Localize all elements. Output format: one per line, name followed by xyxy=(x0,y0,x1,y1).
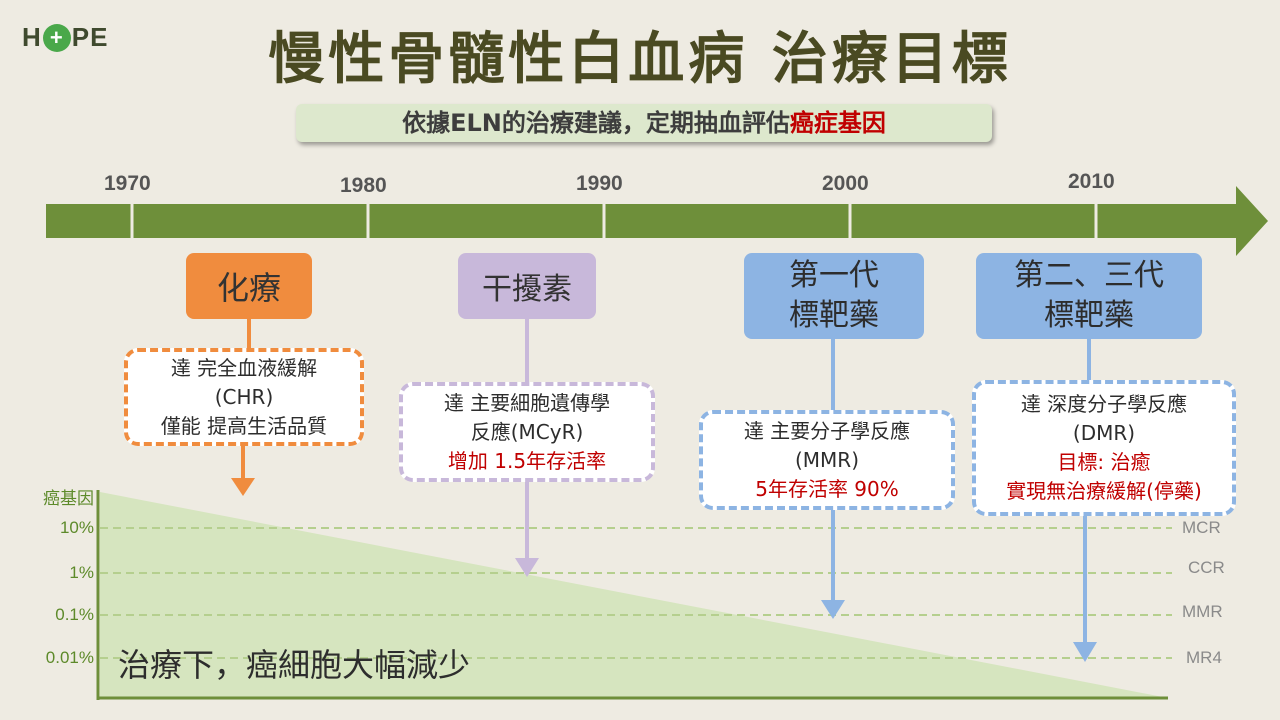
year-1980: 1980 xyxy=(340,174,387,197)
tki2-arrow-head xyxy=(1073,642,1097,662)
page-title: 慢性骨髓性白血病 治療目標 xyxy=(268,27,1012,92)
year-2010: 2010 xyxy=(1068,170,1115,193)
y-tick-10pct: 10% xyxy=(59,518,94,537)
year-1970: 1970 xyxy=(104,172,151,195)
cancer-gene-decline-area xyxy=(100,492,1168,698)
response-label-mmr: MMR xyxy=(1182,602,1223,621)
tag-second-third-gen-tki-line1: 第二、三代 xyxy=(1014,258,1164,293)
tag-first-gen-tki: 第一代 標靶藥 xyxy=(744,253,924,339)
tag-first-gen-tki-line1: 第一代 xyxy=(789,258,879,293)
hope-logo: H + PE xyxy=(22,22,108,53)
tag-second-third-gen-tki: 第二、三代 標靶藥 xyxy=(976,253,1202,339)
logo-letter-h: H xyxy=(22,22,42,52)
response-label-ccr: CCR xyxy=(1188,558,1225,577)
y-axis-title: 癌基因 xyxy=(43,489,94,508)
logo-letters-pe: PE xyxy=(71,22,109,52)
timeline-bar xyxy=(46,204,1242,238)
chemo-result-line2: (CHR) xyxy=(214,384,274,409)
ifn-arrow-head xyxy=(515,558,539,577)
response-label-mcr: MCR xyxy=(1182,518,1221,537)
y-tick-0-01pct: 0.01% xyxy=(45,648,94,667)
logo-cross-icon: + xyxy=(42,23,71,52)
tki2-result-line4: 實現無治療緩解(停藥) xyxy=(1006,479,1202,503)
tag-chemotherapy-label: 化療 xyxy=(216,269,281,307)
tag-chemotherapy: 化療 xyxy=(186,253,312,319)
chart-caption: 治療下，癌細胞大幅減少 xyxy=(118,646,471,684)
tki2-result-line2: (DMR) xyxy=(1072,421,1136,445)
box-interferon-result: 達 主要細胞遺傳學 反應(MCyR) 增加 1.5年存活率 xyxy=(399,382,655,482)
year-2000: 2000 xyxy=(822,172,869,195)
subtitle-banner: 依據ELN的治療建議，定期抽血評估癌症基因 xyxy=(296,104,992,142)
timeline-arrowhead xyxy=(1236,186,1268,256)
year-1990: 1990 xyxy=(576,172,623,195)
box-second-third-gen-tki-result: 達 深度分子學反應 (DMR) 目標: 治癒 實現無治療緩解(停藥) xyxy=(972,380,1236,516)
chemo-result-line1: 達 完全血液緩解 xyxy=(170,355,318,380)
subtitle-highlight: 癌症基因 xyxy=(789,109,886,137)
chemo-arrow-head xyxy=(231,478,255,496)
timeline-dividers xyxy=(130,204,1098,238)
box-first-gen-tki-result: 達 主要分子學反應 (MMR) 5年存活率 90% xyxy=(699,410,955,510)
tag-second-third-gen-tki-line2: 標靶藥 xyxy=(1044,298,1134,333)
ifn-result-line1: 達 主要細胞遺傳學 xyxy=(443,390,611,415)
y-tick-1pct: 1% xyxy=(69,563,94,582)
subtitle-text: 依據ELN的治療建議，定期抽血評估 xyxy=(402,109,790,137)
tki1-result-line2: (MMR) xyxy=(794,447,859,472)
response-label-mr4: MR4 xyxy=(1186,648,1222,667)
tki1-arrow-head xyxy=(821,600,845,619)
ifn-result-line2: 反應(MCyR) xyxy=(470,419,584,444)
box-chemotherapy-result: 達 完全血液緩解 (CHR) 僅能 提高生活品質 xyxy=(124,348,364,446)
tki2-result-line1: 達 深度分子學反應 xyxy=(1020,392,1188,416)
tag-interferon-label: 干擾素 xyxy=(482,272,572,307)
tki1-result-line1: 達 主要分子學反應 xyxy=(743,418,911,443)
chemo-result-line3: 僅能 提高生活品質 xyxy=(160,413,328,438)
ifn-result-line3: 增加 1.5年存活率 xyxy=(447,448,607,473)
tki2-result-line3: 目標: 治癒 xyxy=(1057,450,1151,474)
tki1-result-line3: 5年存活率 90% xyxy=(755,476,899,501)
y-tick-0-1pct: 0.1% xyxy=(55,605,94,624)
tag-first-gen-tki-line2: 標靶藥 xyxy=(789,298,879,333)
tag-interferon: 干擾素 xyxy=(458,253,596,319)
